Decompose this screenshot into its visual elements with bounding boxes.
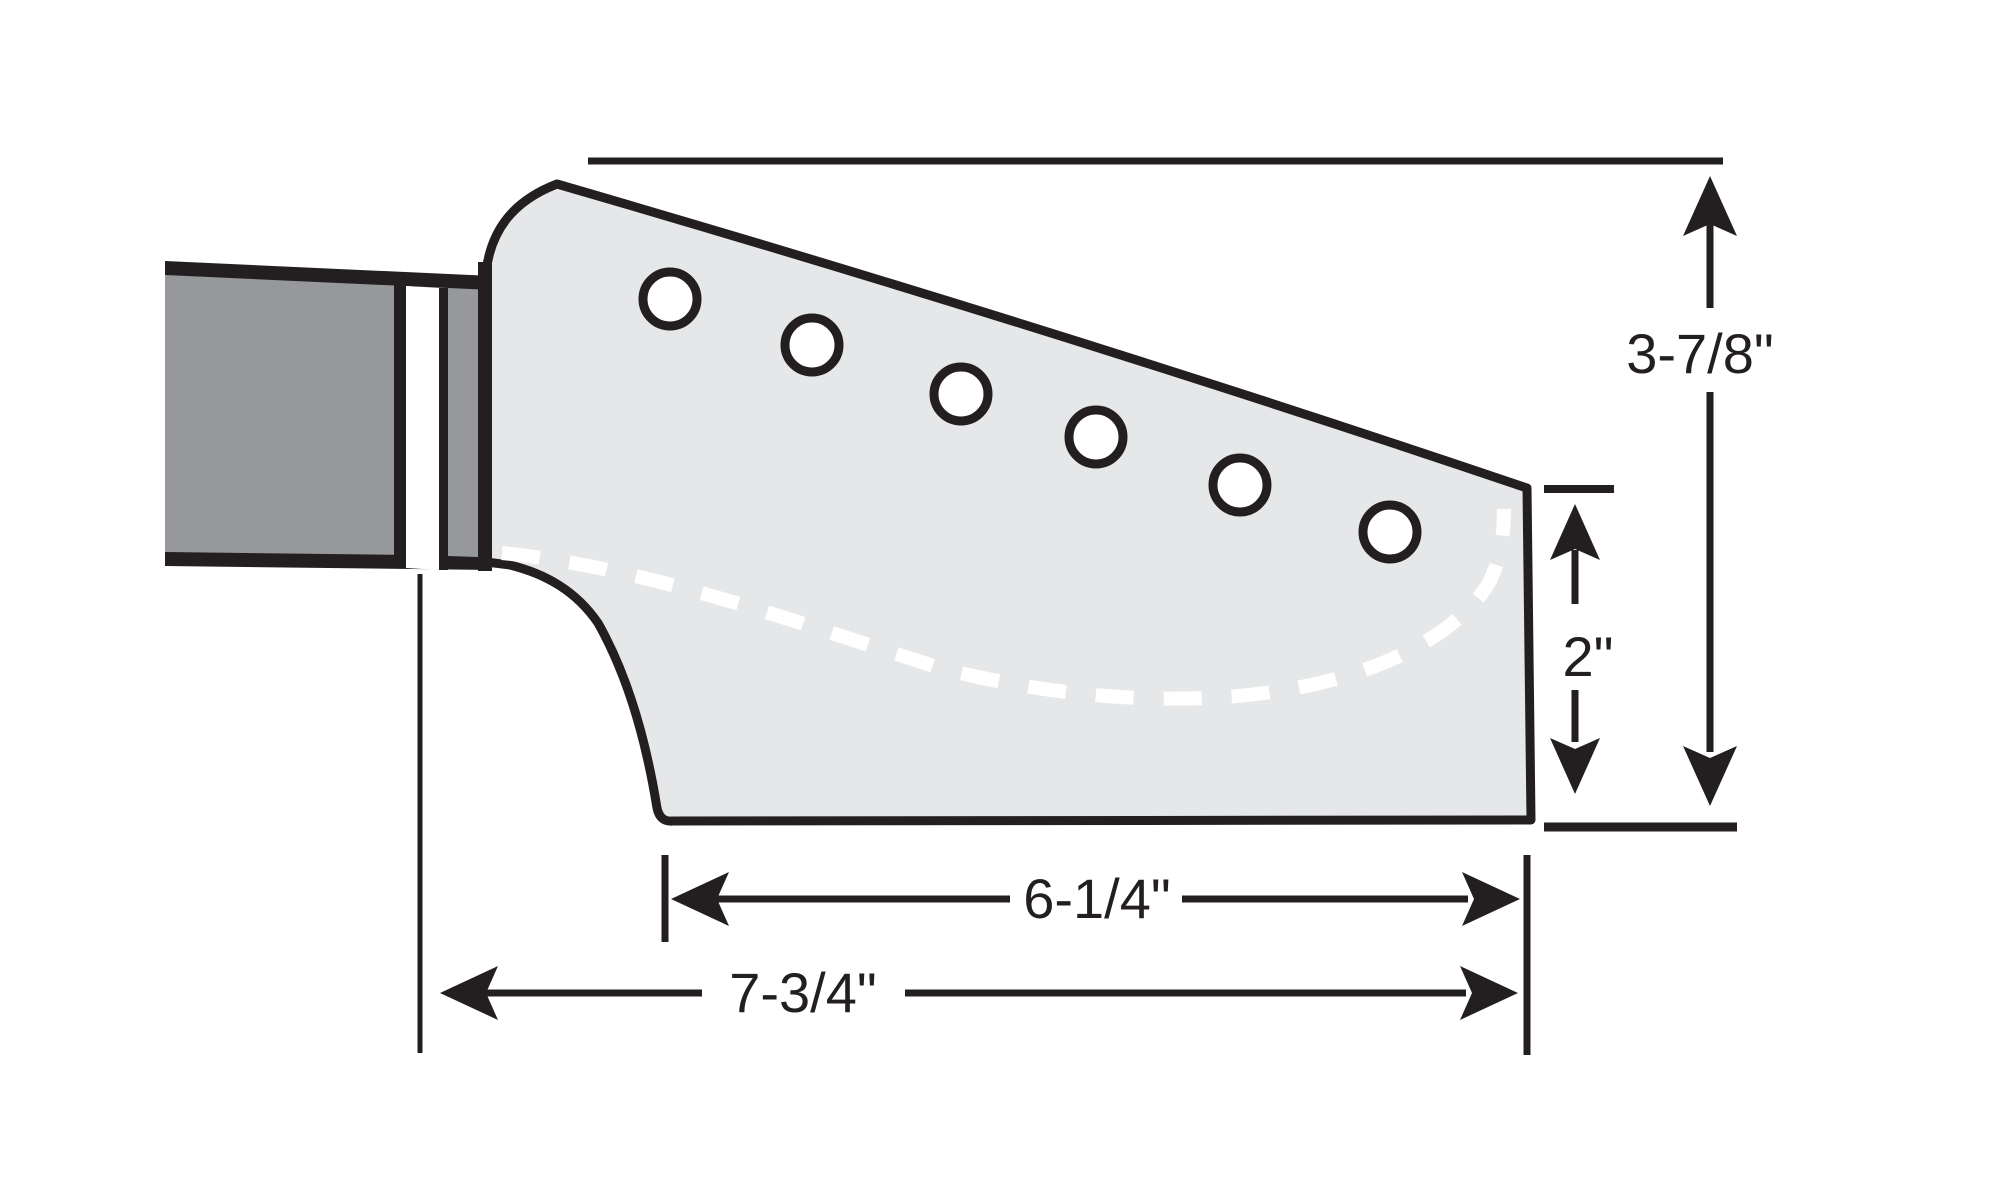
tuner-holes bbox=[638, 267, 1422, 564]
overall-height-label: 3-7/8" bbox=[1626, 322, 1774, 385]
arrow-left-icon bbox=[440, 966, 498, 1020]
fingerboard-end-stripe bbox=[448, 289, 478, 557]
neck-top-edge bbox=[165, 261, 492, 290]
tuner-hole-5 bbox=[1208, 453, 1272, 517]
tuner-hole-1 bbox=[638, 267, 702, 331]
overall-length-label: 7-3/4" bbox=[729, 961, 877, 1024]
arrow-up-icon bbox=[1550, 504, 1600, 560]
dimension-overall-length: 7-3/4" bbox=[440, 961, 1518, 1024]
guitar-neck bbox=[165, 261, 492, 571]
dimension-face-length: 6-1/4" bbox=[671, 867, 1520, 930]
nut-left-line bbox=[394, 285, 406, 568]
nut-stripe bbox=[406, 286, 439, 570]
dimension-end-height: 2" bbox=[1550, 504, 1614, 794]
arrow-down-icon bbox=[1550, 738, 1600, 794]
headstock-left-border bbox=[478, 262, 492, 571]
arrow-down-icon bbox=[1683, 746, 1737, 806]
headstock-outline bbox=[481, 179, 1536, 826]
tuner-hole-6 bbox=[1358, 500, 1422, 564]
tuner-hole-3 bbox=[929, 362, 993, 426]
arrow-up-icon bbox=[1683, 176, 1737, 236]
arrow-right-icon bbox=[1462, 872, 1520, 926]
tuner-hole-2 bbox=[780, 313, 844, 377]
tuner-hole-4 bbox=[1064, 405, 1128, 469]
string-path-dashed-line bbox=[501, 508, 1511, 706]
nut-right-line bbox=[439, 288, 448, 570]
arrow-left-icon bbox=[671, 872, 729, 926]
arrow-right-icon bbox=[1460, 966, 1518, 1020]
dimension-overall-height: 3-7/8" bbox=[1626, 176, 1774, 806]
end-height-label: 2" bbox=[1562, 625, 1613, 688]
face-length-label: 6-1/4" bbox=[1023, 867, 1171, 930]
